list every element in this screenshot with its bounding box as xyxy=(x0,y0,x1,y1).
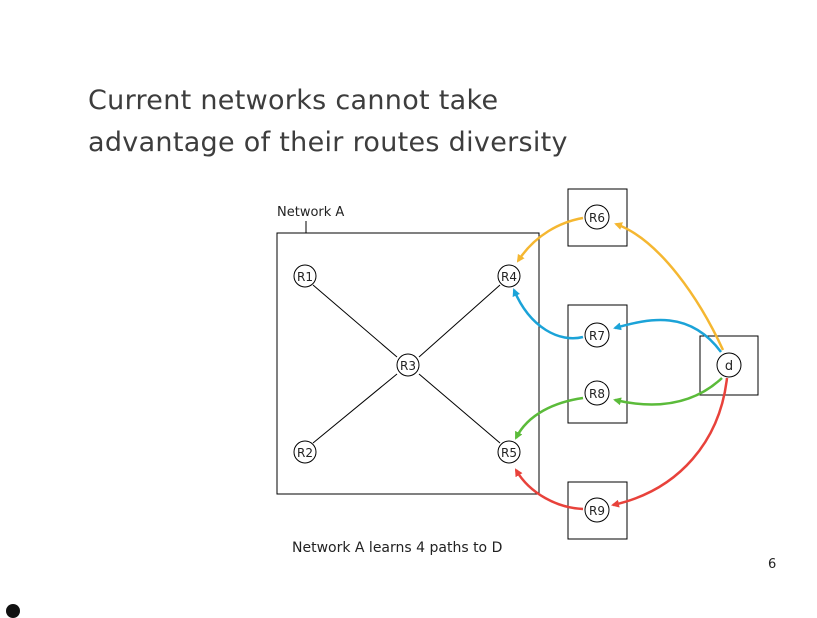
router-r7: R7 xyxy=(584,322,610,348)
router-r8-label: R8 xyxy=(589,387,605,401)
path-red-r9-to-r5 xyxy=(514,468,584,511)
router-r4-label: R4 xyxy=(501,270,517,284)
neighbor-box-r6 xyxy=(567,188,628,247)
network-a-box xyxy=(276,232,540,495)
link-r3-r5 xyxy=(418,373,501,444)
router-r6-label: R6 xyxy=(589,211,605,225)
path-green-d-to-r8 xyxy=(613,377,723,406)
router-r1-label: R1 xyxy=(297,270,313,284)
neighbor-box-r9 xyxy=(567,481,628,540)
router-r9-label: R9 xyxy=(589,504,605,518)
slide-title-line-1: Current networks cannot take xyxy=(88,85,499,116)
router-r7-label: R7 xyxy=(589,329,605,343)
router-r2: R2 xyxy=(293,440,317,464)
path-red-d-to-r9 xyxy=(611,377,729,508)
path-green-r8-to-r5 xyxy=(514,396,584,440)
path-orange-r6-to-r4 xyxy=(516,216,584,263)
router-r4: R4 xyxy=(497,264,521,288)
destination-node: d xyxy=(716,352,742,378)
router-r8: R8 xyxy=(584,380,610,406)
slide-title-line-2: advantage of their routes diversity xyxy=(88,127,568,158)
router-r5-label: R5 xyxy=(501,446,517,460)
link-r4-r3 xyxy=(418,284,501,358)
path-blue-r7-to-r4 xyxy=(512,288,584,340)
router-r3: R3 xyxy=(396,353,420,377)
destination-box xyxy=(699,335,759,396)
router-r1: R1 xyxy=(293,264,317,288)
destination-label: d xyxy=(725,359,733,374)
path-blue-d-to-r7 xyxy=(613,318,723,353)
router-r2-label: R2 xyxy=(297,446,313,460)
link-r3-r2 xyxy=(312,373,398,444)
network-a-label: Network A xyxy=(277,205,344,220)
router-r3-label: R3 xyxy=(400,359,416,373)
router-r6: R6 xyxy=(584,204,610,230)
corner-dot xyxy=(6,604,20,618)
page-number: 6 xyxy=(768,557,777,572)
diagram-caption: Network A learns 4 paths to D xyxy=(292,540,503,556)
link-r1-r3 xyxy=(312,284,398,358)
neighbor-box-r7-r8 xyxy=(567,304,628,424)
path-orange-d-to-r6 xyxy=(614,222,725,351)
slide-title: Current networks cannot take advantage o… xyxy=(88,80,568,164)
router-r5: R5 xyxy=(497,440,521,464)
router-r9: R9 xyxy=(584,497,610,523)
